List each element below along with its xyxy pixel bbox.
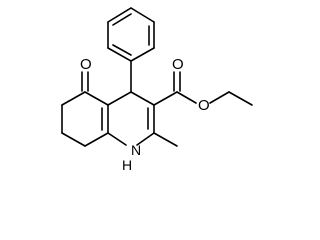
double-bond-inner [112,13,132,26]
bond [61,132,86,147]
bond [153,91,178,106]
cyclohexanone-ring [61,91,109,147]
double-bond-inner [112,44,132,56]
bond [228,91,253,106]
bond [107,47,132,62]
bond [130,91,155,106]
ester-carbonyl-oxygen-label: O [172,56,184,73]
bond [107,132,127,146]
ester-ether-oxygen-label: O [198,97,210,114]
bond [84,132,109,147]
bond [107,7,132,23]
molecule-structure-drawing: O O O H N [61,7,253,173]
bond [136,132,155,146]
bond [176,91,197,104]
bond [61,91,86,106]
bond [130,47,155,62]
bond [107,91,132,106]
bond-methyl [153,132,178,147]
ester-group [153,71,253,106]
nh-nitrogen-label: N [131,142,141,158]
ketone-oxygen-label: O [80,56,92,73]
phenyl-ring [107,7,155,62]
dihydropyridine-ring [101,91,155,146]
bond [84,91,109,106]
bond [209,91,230,104]
nh-hydrogen-label: H [122,157,132,173]
bond [130,7,155,23]
